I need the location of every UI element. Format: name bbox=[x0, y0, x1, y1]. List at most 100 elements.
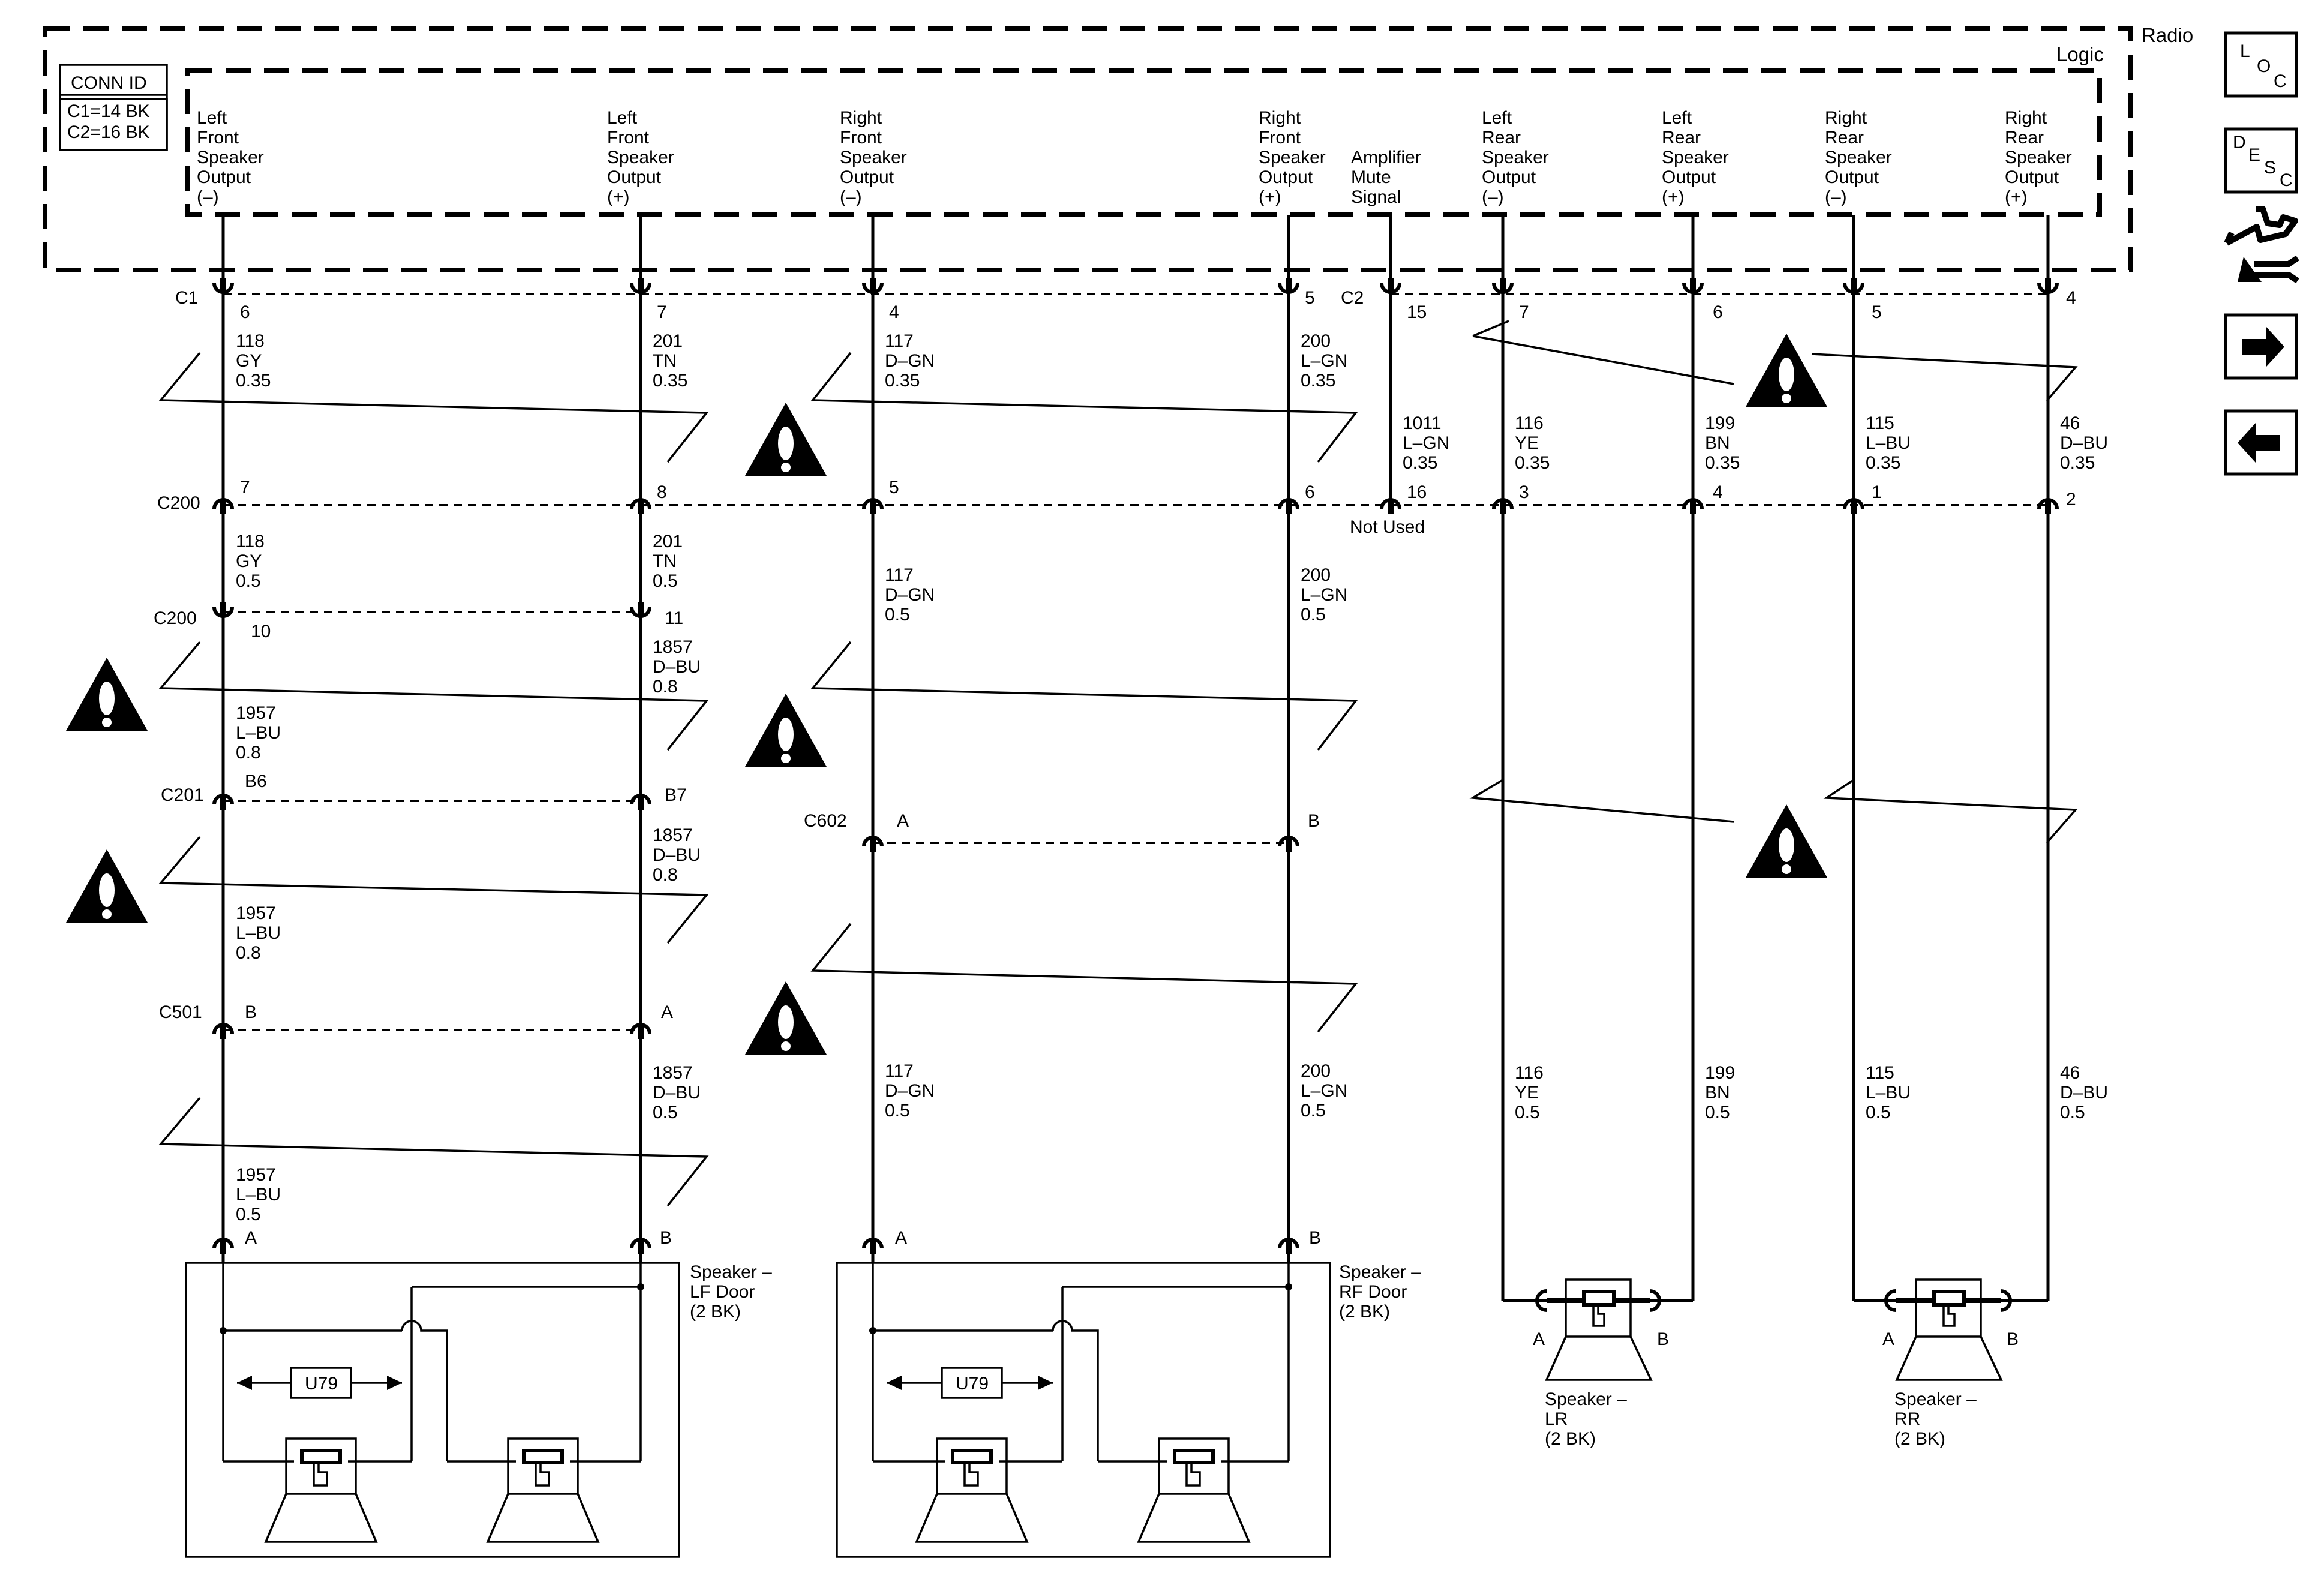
not-used-label: Not Used bbox=[1350, 517, 1425, 537]
c200-pin-16: 16 bbox=[1407, 482, 1427, 502]
svg-text:O: O bbox=[2257, 56, 2271, 76]
warning-icon[interactable] bbox=[66, 849, 148, 923]
c200-pin-11: 11 bbox=[665, 608, 683, 628]
c602-pin-a: A bbox=[897, 811, 909, 831]
radio-module: Radio Logic bbox=[43, 24, 2193, 272]
warning-icon[interactable] bbox=[1746, 804, 1827, 878]
connector-dash-lines bbox=[223, 293, 2048, 1031]
c2-pin-amp-mute: 15 bbox=[1407, 302, 1427, 322]
c200-pin-5: 5 bbox=[889, 478, 899, 497]
c1-pin-rf-minus: 4 bbox=[889, 302, 899, 322]
rr-speaker-pin-a: A bbox=[1882, 1329, 1894, 1349]
c200-pin-7: 7 bbox=[240, 478, 250, 497]
c200-pin-4: 4 bbox=[1713, 482, 1723, 502]
rr-speaker-label: Speaker –RR(2 BK) bbox=[1894, 1389, 1977, 1449]
connector-c1: C1 bbox=[175, 288, 198, 308]
svg-text:D: D bbox=[2233, 133, 2246, 152]
warning-icon[interactable] bbox=[745, 403, 827, 476]
lr-speaker bbox=[1535, 1278, 1661, 1381]
warning-icon[interactable] bbox=[745, 981, 827, 1055]
option-code-label: U79 bbox=[956, 1374, 989, 1394]
connector-wrench-icon[interactable] bbox=[2224, 206, 2299, 284]
c1-pin-rf-plus: 5 bbox=[1305, 288, 1315, 308]
warning-icon[interactable] bbox=[66, 658, 148, 731]
lf-speaker-pin-b: B bbox=[660, 1228, 672, 1248]
lr-speaker-label: Speaker –LR(2 BK) bbox=[1545, 1389, 1627, 1449]
c2-pin-lr-plus: 6 bbox=[1713, 302, 1723, 322]
next-page-button[interactable] bbox=[2224, 313, 2298, 380]
c2-pin-rr-plus: 4 bbox=[2066, 288, 2076, 308]
connector-c200-upper: C200 bbox=[157, 493, 200, 513]
connector-c201: C201 bbox=[161, 785, 204, 805]
rf-door-speaker-label: Speaker –RF Door(2 BK) bbox=[1339, 1262, 1421, 1322]
c501-pin-b: B bbox=[245, 1002, 257, 1022]
c200-pin-6: 6 bbox=[1305, 482, 1315, 502]
c201-pin-b6: B6 bbox=[245, 772, 267, 791]
c200-pin-8: 8 bbox=[657, 482, 667, 502]
option-code-label: U79 bbox=[305, 1374, 338, 1394]
warning-icon[interactable] bbox=[745, 694, 827, 767]
conn-id-title: CONN ID bbox=[71, 73, 147, 93]
connector-c501: C501 bbox=[159, 1002, 202, 1022]
loc-button[interactable]: L O C bbox=[2224, 31, 2298, 98]
c201-pin-b7: B7 bbox=[665, 785, 687, 805]
rf-speaker-pin-b: B bbox=[1309, 1228, 1321, 1248]
c200-pin-1: 1 bbox=[1872, 482, 1882, 502]
c2-pin-lr-minus: 7 bbox=[1519, 302, 1529, 322]
connector-c200-lower: C200 bbox=[154, 608, 197, 628]
c2-pin-rr-minus: 5 bbox=[1872, 302, 1882, 322]
svg-text:C: C bbox=[2274, 71, 2287, 91]
desc-button[interactable]: D E S C bbox=[2224, 127, 2298, 194]
rf-speaker-pin-a: A bbox=[895, 1228, 907, 1248]
connector-c602: C602 bbox=[804, 811, 847, 831]
c1-pin-lf-minus: 6 bbox=[240, 302, 250, 322]
svg-text:C: C bbox=[2280, 170, 2293, 190]
previous-page-button[interactable] bbox=[2224, 409, 2298, 476]
conn-id-table: CONN ID C1=14 BK C2=16 BK bbox=[59, 64, 168, 151]
c200-pin-10: 10 bbox=[251, 622, 271, 641]
c1-pin-lf-plus: 7 bbox=[657, 302, 667, 322]
conn-id-c1: C1=14 BK bbox=[67, 101, 150, 121]
lr-speaker-pin-b: B bbox=[1657, 1329, 1669, 1349]
warning-icon[interactable] bbox=[1746, 334, 1827, 407]
conn-id-c2: C2=16 BK bbox=[67, 122, 150, 142]
svg-text:S: S bbox=[2264, 158, 2276, 178]
c200-pin-3: 3 bbox=[1519, 482, 1529, 502]
radio-label: Radio bbox=[2142, 24, 2193, 46]
wire-lines bbox=[221, 215, 2050, 1302]
rf-door-speaker-assembly: U79 bbox=[836, 1262, 1331, 1558]
